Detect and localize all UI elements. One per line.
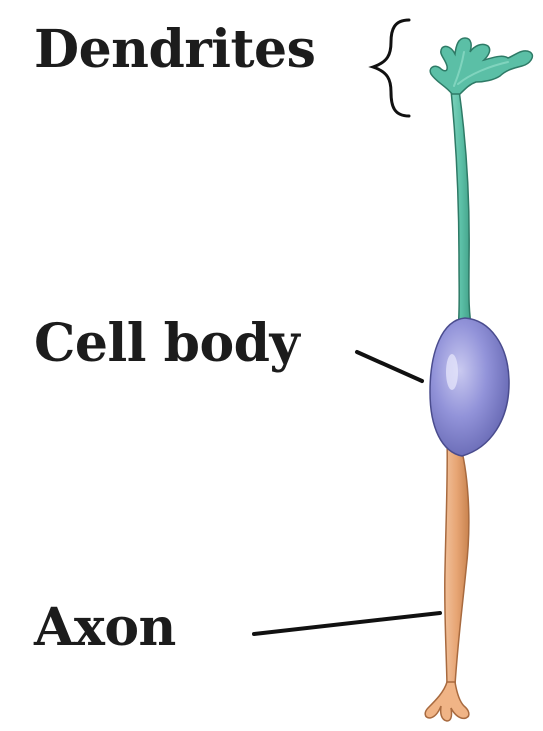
cell-body-leader-line [357,352,422,381]
cell-body-label: Cell body [34,318,299,370]
axon-shaft [445,440,469,685]
dendrites-bracket [373,20,409,116]
axon-leader-line [254,613,440,634]
dendrite-trunk [451,90,472,330]
dendrites-label: Dendrites [34,24,315,76]
axon-label: Axon [34,602,176,654]
axon-terminal [425,682,469,721]
dendritic-tree [430,38,532,94]
cell-body-highlight [446,354,458,390]
cell-body-shape [430,318,509,456]
